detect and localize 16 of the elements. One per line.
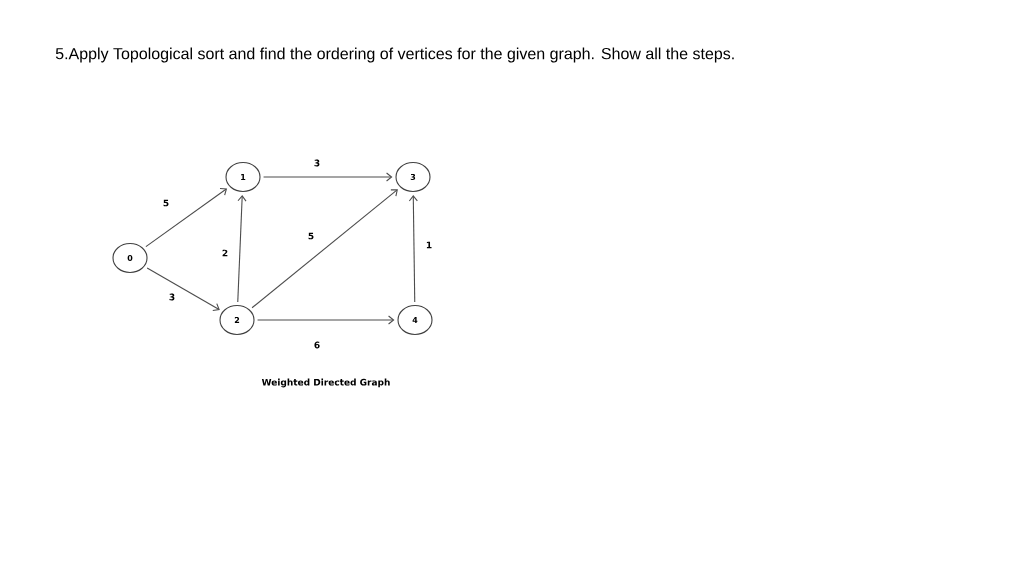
edge-label: 5 [306,231,316,241]
arrow [408,195,418,303]
arrow [237,195,247,303]
edge-label: 3 [167,292,177,302]
caption: Weighted Directed Graph [261,378,390,388]
edge-label: 5 [161,198,171,208]
heading: 5.Apply Topological sort and find the ordering of vertices for the given graph. Show all the steps. [55,47,734,63]
edge-label: 6 [312,340,322,350]
arrow [146,267,220,312]
edge-label: 2 [220,248,230,258]
arrow [251,189,398,309]
arrow [145,188,228,248]
edge-label: 1 [424,240,434,250]
arrow [263,172,393,182]
arrow [257,315,395,325]
edge-label: 3 [312,158,322,168]
